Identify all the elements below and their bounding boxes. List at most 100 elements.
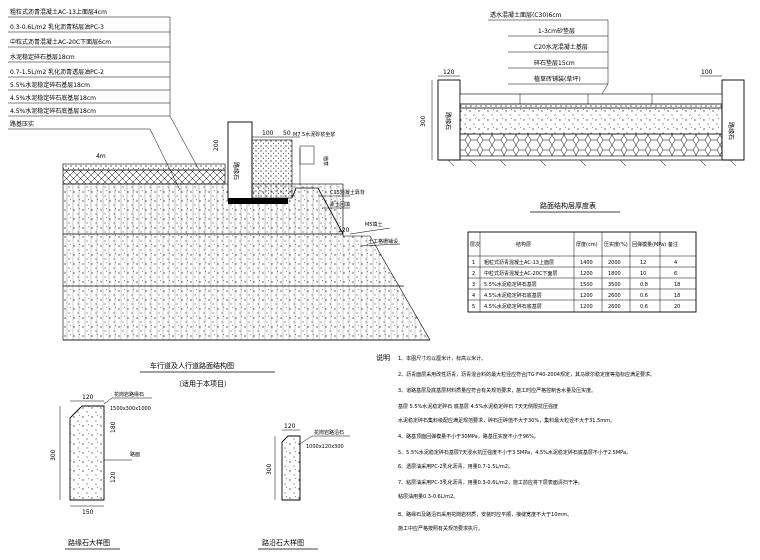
section-title-main: 车行道及人行道路面结构图 [150, 361, 234, 370]
right-dim-vertical: 300 [420, 115, 427, 127]
permeable-section: 120 100 300 路缘石 路缘石 [420, 69, 745, 167]
callout-concrete: C15混凝土靠背 [330, 189, 365, 196]
right-layer-4: 碎石垫层15cm [534, 59, 575, 67]
table-header-cell: 压实度(%) [604, 241, 628, 248]
right-dim-100: 100 [701, 69, 713, 76]
note-line: 8、路缘石及路沿石采用花岗岩材质，安装时应平顺，接缝宽度不大于10mm。 [398, 511, 572, 518]
table-cell: 4 [472, 293, 475, 299]
table-cell: 0.8 [640, 282, 648, 288]
table-row: 3 5.5%水泥稳定碎石基层 1500 3500 0.8 18 [472, 281, 680, 288]
dim-200: 200 [213, 139, 220, 151]
note-line: 施工中应严格按照有关规范要求执行。 [398, 525, 483, 532]
layer-label-6: 5.5%水泥稳定碎石基层18cm [10, 81, 90, 89]
ground-hatch [447, 159, 737, 167]
table-cell: 0.6 [640, 293, 648, 299]
curb-callout: 花岗岩路缘石 [114, 391, 144, 398]
note-line: 6、透层油采用PC-2乳化沥青，用量0.7-1.5L/m2。 [398, 463, 513, 470]
curb-detail-title: 路缘石大样图 [68, 538, 110, 547]
gravel-layer [459, 133, 723, 157]
table-cell: 2600 [608, 304, 621, 310]
table-cell: 1 [472, 260, 475, 266]
edge-dim-120: 120 [284, 423, 296, 430]
table-cell: 4 [674, 260, 677, 266]
layer-label-4: 水泥稳定碎石基层18cm [10, 53, 75, 61]
note-line: 5、5.5%水泥稳定碎石基层7天浸水抗压强度不小于3.5MPa，4.5%水泥稳定… [398, 449, 631, 456]
right-layer-callouts: 透水混凝土面层(C30)6cm 1-3cm砂垫层 C20水泥混凝土基层 碎石垫层… [488, 11, 609, 105]
paver-joints [519, 94, 653, 104]
note-line: 1、本图尺寸均以厘米计，标高以米计。 [398, 355, 486, 362]
curb-dim-300: 300 [50, 449, 57, 461]
section-title-sub: （适用于本项目） [175, 379, 231, 388]
table-title: 路面结构层厚度表 [540, 201, 596, 210]
table-cell: 1500 [580, 282, 593, 288]
edge-detail-title: 路沿石大样图 [262, 538, 304, 547]
structure-table: 路面结构层厚度表 层次 结构层 厚度(cm) 压实度(%) 回弹模量(MPa) … [467, 201, 697, 313]
table-header-cell: 回弹模量(MPa) [632, 241, 666, 248]
concrete-base-layer [459, 107, 723, 135]
curb-dim-120b: 120 [110, 471, 117, 483]
curb-detail: 120 花岗岩路缘石 1500x300x1000 路面 300 180 120 … [50, 391, 152, 550]
table-cell: 2 [472, 271, 475, 277]
curb-mark: 路面 [130, 451, 140, 458]
right-layer-3: C20水泥混凝土基层 [534, 43, 588, 51]
note-line: 7、粘层油采用PC-3乳化沥青，用量0.3-0.6L/m2，施工前应将下层表面清… [398, 479, 583, 486]
table-cell: 2000 [608, 260, 621, 266]
table-cell: 20 [674, 304, 680, 310]
right-dim-120: 120 [443, 69, 455, 76]
right-curb-right-label: 路缘石 [727, 122, 735, 140]
layer-label-2: 0.3-0.6L/m2 乳化沥青粘层油PC-3 [10, 23, 104, 31]
callout-fill: M5填土 [365, 221, 383, 228]
section-title: 车行道及人行道路面结构图 （适用于本项目） [140, 361, 275, 388]
sand-layer [459, 103, 723, 109]
table-cell: 粗粒式沥青混凝土AC-13上面层 [484, 259, 554, 266]
table-header-cell: 厚度(cm) [576, 241, 598, 248]
table-cell: 0.6 [640, 304, 648, 310]
plant-marker [299, 145, 315, 165]
edge-stone-profile [281, 435, 301, 501]
callout-grass: 土工格栅铺设 [368, 238, 398, 245]
curb-label: 路缘石 [232, 162, 240, 180]
curb-spec: 1500x300x1000 [110, 406, 151, 412]
curb-profile [69, 405, 105, 501]
concrete-strip [228, 198, 288, 204]
paver-layer [459, 93, 723, 105]
table-header-cell: 层次 [470, 241, 480, 248]
note-line: 粘层油用量0.3-0.6L/m2。 [398, 493, 458, 500]
table-header: 层次 结构层 厚度(cm) 压实度(%) 回弹模量(MPa) 备注 [470, 241, 678, 248]
table-cell: 18 [674, 282, 680, 288]
edge-dim-300: 300 [266, 463, 273, 475]
curb-dim-150: 150 [82, 509, 94, 516]
notes-heading: 说明 [376, 353, 390, 362]
table-cell: 1400 [580, 260, 593, 266]
table-cell: 1800 [608, 271, 621, 277]
right-curb-right [721, 79, 745, 161]
lower-course [62, 169, 226, 185]
table-cell: 1200 [580, 293, 593, 299]
dim-120: 120 [338, 227, 350, 234]
sidewalk-block [251, 139, 293, 199]
table-cell: 10 [640, 271, 646, 277]
layer-label-7: 4.5%水泥稳定碎石底基层18cm [10, 94, 96, 102]
layer-label-9: 路基压实 [10, 120, 34, 128]
table-row: 1 粗粒式沥青混凝土AC-13上面层 1400 2000 12 4 [472, 259, 677, 266]
table-cell: 4.5%水泥稳定碎石底基层 [484, 303, 542, 310]
note-line: 4、路基顶面回弹模量不小于30MPa，路基压实度不小于96%。 [398, 433, 539, 440]
table-cell: 中粒式沥青混凝土AC-20C下面层 [484, 270, 557, 277]
curb-dim-120: 120 [82, 394, 94, 401]
table-cell: 3500 [608, 282, 621, 288]
pavement-cross-section: 4m 路缘石 100 50 200 120 M7.5水泥砂浆坐浆 植草 C15混… [62, 121, 431, 341]
right-layer-2: 1-3cm砂垫层 [538, 27, 575, 35]
table-cell: 1200 [580, 304, 593, 310]
table-grid [468, 232, 696, 312]
layer-label-8: 4.5%水泥稳定碎石底基层18cm [10, 107, 96, 115]
table-cell: 18 [674, 293, 680, 299]
table-cell: 5 [472, 304, 475, 310]
right-curb-left-label: 路缘石 [444, 112, 452, 130]
edge-spec: 1000x120x300 [306, 444, 344, 450]
table-row: 4 4.5%水泥稳定碎石底基层 1200 2600 0.6 18 [472, 292, 680, 299]
table-row: 5 4.5%水泥稳定碎石底基层 1200 2600 0.6 20 [472, 303, 680, 310]
table-cell: 1200 [580, 271, 593, 277]
table-cell: 3 [472, 282, 475, 288]
